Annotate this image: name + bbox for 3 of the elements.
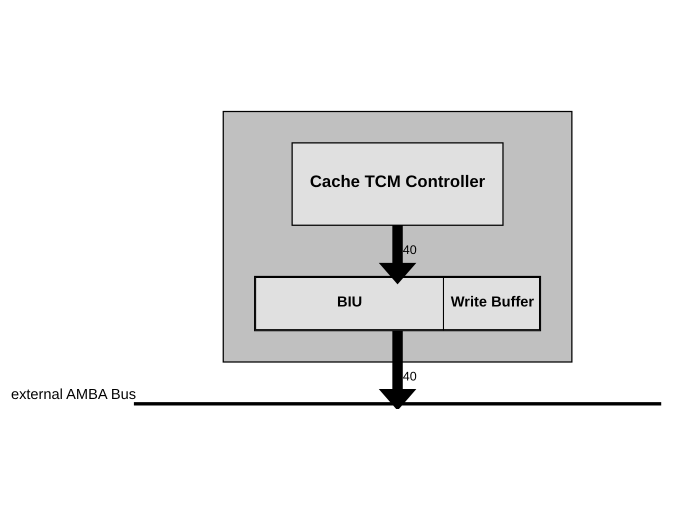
edge-label: 40 bbox=[402, 369, 417, 384]
node-label: external AMBA Bus bbox=[10, 386, 136, 403]
edge-label: 40 bbox=[402, 243, 417, 258]
